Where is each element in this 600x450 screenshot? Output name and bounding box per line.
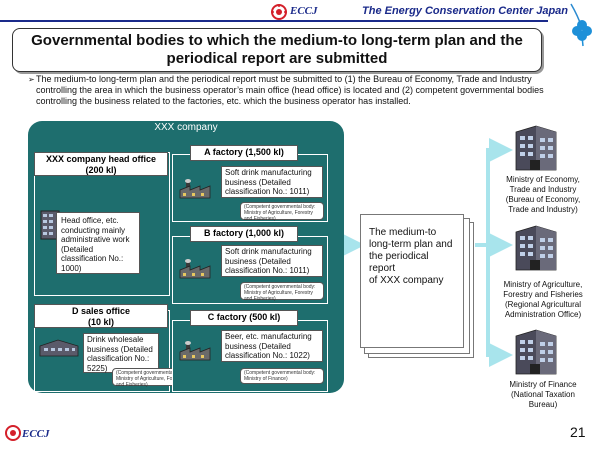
eccj-footer-logo-icon <box>4 424 22 442</box>
d-sales-office-desc: Drink wholesale business (Detailed class… <box>83 333 159 373</box>
factory-icon <box>178 340 218 362</box>
ministry-label: Ministry of Economy, Trade and Industry … <box>505 175 581 214</box>
report-document: The medium-to long-term plan and the per… <box>360 214 464 348</box>
factory-icon <box>178 258 218 280</box>
a-factory-callout: (Competent governmental body: Ministry o… <box>240 202 324 222</box>
c-factory-desc: Beer, etc. manufacturing business (Detai… <box>221 330 323 362</box>
header-logo-text: ECCJ <box>290 5 318 17</box>
b-factory-desc: Soft drink manufacturing business (Detai… <box>221 245 323 277</box>
intro-paragraph: ➢ The medium-to long-term plan and the p… <box>28 74 544 106</box>
b-factory-callout: (Competent governmental body: Ministry o… <box>240 282 324 302</box>
head-office-title: XXX company head office(200 kl) <box>34 152 168 176</box>
shop-building-icon <box>38 338 80 358</box>
b-factory-title: B factory (1,000 kl) <box>190 226 298 242</box>
ministry-building-icon <box>510 328 560 376</box>
head-office-desc: Head office, etc. conducting mainly admi… <box>56 212 140 274</box>
eccj-logo-icon <box>268 4 290 20</box>
header-divider <box>0 20 548 22</box>
clover-logo-icon <box>568 2 596 48</box>
ministry-building-icon <box>510 224 560 272</box>
d-sales-office-title: D sales office(10 kl) <box>34 304 168 328</box>
bullet-arrow-icon: ➢ <box>28 75 35 84</box>
a-factory-title: A factory (1,500 kl) <box>190 145 298 161</box>
ministry-label: Ministry of Agriculture, Forestry and Fi… <box>503 280 583 319</box>
ministry-label: Ministry of Finance (National Taxation B… <box>509 380 577 409</box>
factory-icon <box>178 178 218 200</box>
c-factory-callout: (Competent governmental body: Ministry o… <box>240 368 324 384</box>
a-factory-desc: Soft drink manufacturing business (Detai… <box>221 166 323 198</box>
page-number: 21 <box>570 424 586 440</box>
footer-logo-text: ECCJ <box>22 428 50 440</box>
c-factory-title: C factory (500 kl) <box>190 310 298 326</box>
company-panel-title: XXX company <box>154 122 218 133</box>
slide-title: Governmental bodies to which the medium-… <box>12 28 542 72</box>
ministry-building-icon <box>510 124 560 172</box>
header-org-name: The Energy Conservation Center Japan <box>362 5 568 17</box>
